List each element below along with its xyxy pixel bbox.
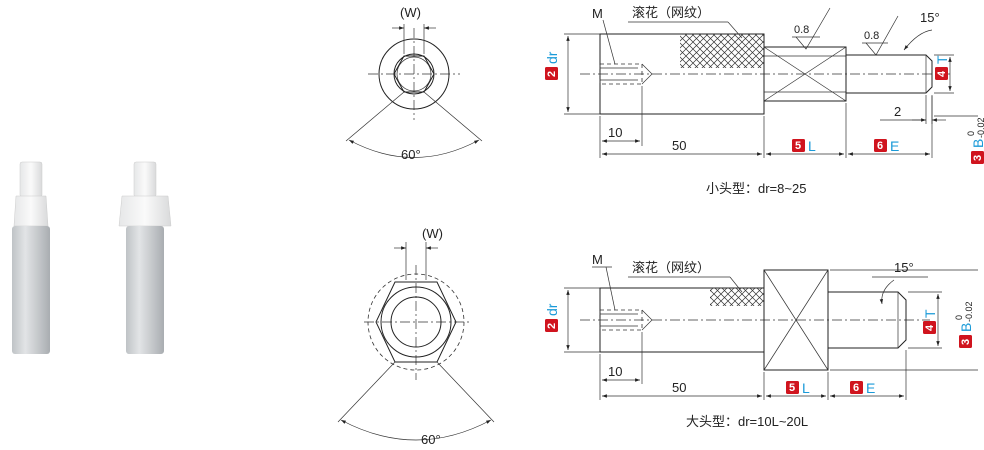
large-w-label: (W)	[422, 226, 443, 241]
small-head-end-view: (W) 60°	[345, 5, 483, 162]
large-l-number: 5	[789, 382, 795, 394]
product-photo-right	[118, 161, 172, 354]
small-l-number: 5	[795, 140, 801, 152]
large-t-label: T	[922, 309, 938, 318]
large-b-label: B	[958, 323, 974, 332]
small-knurl-label: 滚花（网纹）	[632, 5, 710, 20]
large-e-number: 6	[853, 382, 859, 394]
large-t-number: 4	[924, 324, 936, 331]
small-roughness-1: 0.8	[794, 24, 809, 36]
large-angle-label: 60°	[421, 432, 441, 447]
small-e-label: E	[890, 138, 899, 154]
small-b-tol-up: 0	[966, 131, 976, 136]
small-head-side-view: M 滚花（网纹） 0.8 0.8 15° 2 dr 4 T	[544, 5, 984, 196]
small-dim-2: 2	[894, 104, 901, 119]
large-dim-50: 50	[672, 380, 686, 395]
large-chamfer-label: 15°	[894, 260, 914, 275]
large-dr-label: dr	[544, 303, 560, 316]
large-knurl-label: 滚花（网纹）	[632, 260, 710, 275]
large-m-label: M	[592, 252, 603, 267]
small-m-label: M	[592, 6, 603, 21]
small-roughness-2: 0.8	[864, 30, 879, 42]
large-e-label: E	[866, 380, 875, 396]
small-dr-number: 2	[546, 71, 558, 77]
large-b-number: 3	[960, 339, 972, 345]
small-dr-label: dr	[544, 51, 560, 64]
large-head-side-view: M 滚花（网纹） 15° 2 dr 4 T 3 B	[544, 252, 978, 429]
small-angle-label: 60°	[401, 147, 421, 162]
large-head-caption: 大头型：dr=10L~20L	[686, 414, 808, 429]
large-dr-number: 2	[546, 323, 558, 329]
small-dim-10: 10	[608, 125, 622, 140]
small-dim-50: 50	[672, 138, 686, 153]
small-e-number: 6	[877, 140, 883, 152]
small-w-label: (W)	[400, 5, 421, 20]
large-b-tol-low: -0.02	[964, 301, 974, 322]
small-b-tol-low: -0.02	[976, 117, 984, 138]
small-head-caption: 小头型：dr=8~25	[706, 181, 806, 196]
small-t-label: T	[934, 55, 950, 64]
small-chamfer-label: 15°	[920, 10, 940, 25]
large-l-label: L	[802, 380, 810, 396]
large-dim-10: 10	[608, 364, 622, 379]
large-b-tol-up: 0	[954, 315, 964, 320]
small-l-label: L	[808, 138, 816, 154]
product-photo-left	[12, 161, 50, 354]
small-b-number: 3	[972, 155, 984, 161]
large-head-end-view: (W) 60°	[337, 226, 495, 447]
small-b-label: B	[970, 139, 984, 148]
small-t-number: 4	[936, 70, 948, 77]
